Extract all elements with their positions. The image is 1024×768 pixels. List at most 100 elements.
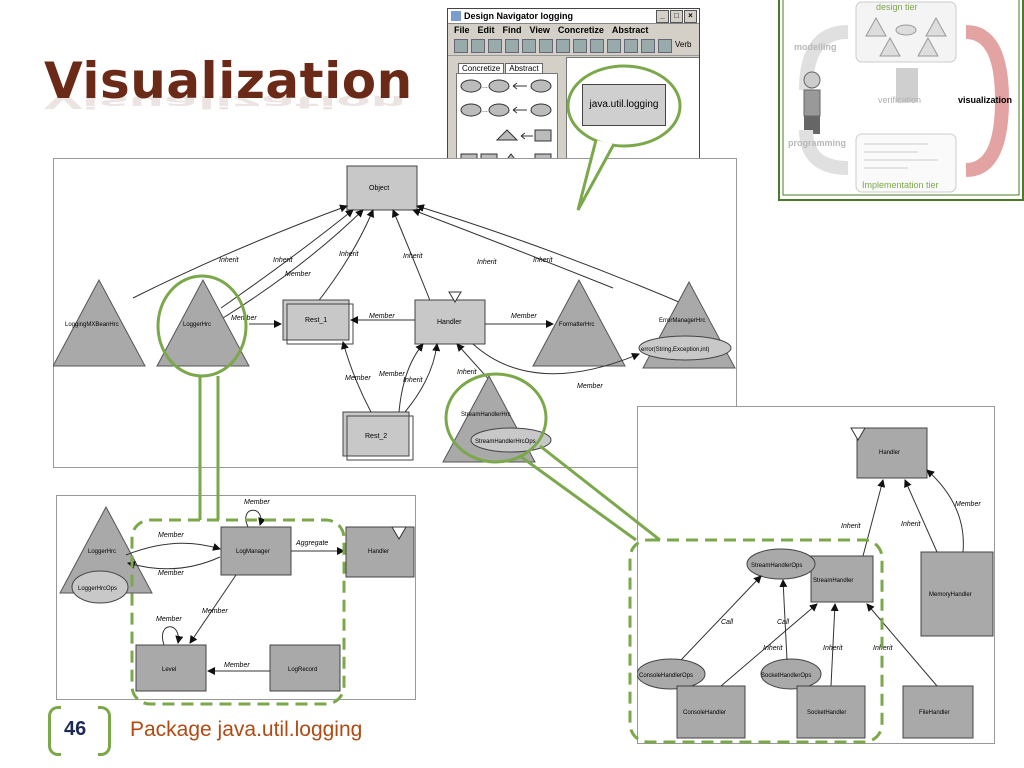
rule-row[interactable]: ... (460, 103, 552, 117)
lightbulb-icon[interactable] (658, 39, 672, 53)
stream-hrc-label: StreamHandlerHrc (461, 412, 511, 418)
menu-find[interactable]: Find (502, 25, 522, 35)
object-node[interactable] (346, 165, 418, 211)
formatter-node[interactable] (532, 278, 626, 367)
log-manager-node[interactable] (220, 526, 292, 576)
visualization-arrow (965, 25, 1010, 177)
handler-node[interactable] (345, 526, 415, 578)
verification-label: verification (878, 95, 921, 105)
zoom-out-icon[interactable] (505, 39, 519, 53)
back-icon[interactable] (556, 39, 570, 53)
binoculars-off-icon[interactable] (641, 39, 655, 53)
error-op-node[interactable] (638, 335, 732, 361)
menu-abstract[interactable]: Abstract (611, 25, 649, 35)
stream-handler-label: StreamHandler (813, 578, 853, 584)
callout-pointer (576, 139, 616, 211)
columns-icon[interactable] (590, 39, 604, 53)
rule-row[interactable]: ... (460, 79, 552, 93)
logging-mx-node[interactable] (53, 278, 146, 367)
handler-label: Handler (368, 549, 389, 555)
handler-node[interactable] (856, 427, 928, 479)
save-icon[interactable] (454, 39, 468, 53)
edge-label: Member (577, 383, 603, 390)
formatter-label: FormatterHrc (559, 322, 594, 328)
memory-handler-node[interactable] (920, 551, 994, 637)
maximize-button[interactable]: □ (670, 10, 683, 23)
handler-label: Handler (879, 450, 900, 456)
logging-mx-label: LoggingMXBeanHrc (65, 322, 119, 328)
log-record-node[interactable] (269, 644, 341, 692)
rest2-node[interactable] (342, 411, 410, 457)
edge-label: Inherit (823, 645, 844, 652)
edge-label: Member (955, 501, 981, 508)
minimize-button[interactable]: _ (656, 10, 669, 23)
stream-handler-node[interactable] (810, 555, 874, 603)
rule-row[interactable] (495, 129, 552, 142)
log-manager-label: LogManager (236, 549, 270, 555)
object-label: Object (369, 185, 389, 192)
console-handler-label: ConsoleHandler (683, 710, 726, 716)
menu-edit[interactable]: Edit (477, 25, 495, 35)
toolbar: Verb (448, 37, 699, 56)
error-manager-label: ErrorManagerHrc (659, 318, 705, 324)
logger-hrc-ops-node[interactable] (71, 570, 129, 604)
error-op-label: error(String,Exception,int) (641, 347, 709, 353)
logger-hrc-label: LoggerHrc (183, 322, 211, 328)
close-button[interactable]: × (684, 10, 697, 23)
home-icon[interactable] (471, 39, 485, 53)
rows-icon[interactable] (607, 39, 621, 53)
handler-node[interactable] (414, 299, 486, 345)
edge-label: Inherit (219, 257, 240, 264)
rest1-node[interactable] (282, 299, 350, 341)
zoom-fit-icon[interactable] (522, 39, 536, 53)
rule-palette: ... ... (456, 73, 558, 159)
callout-connector (519, 454, 637, 542)
forward-icon[interactable] (573, 39, 587, 53)
menu-bar: File Edit Find View Concretize Abstract (448, 24, 699, 37)
stream-handler-ops-node[interactable] (746, 548, 816, 580)
file-handler-node[interactable] (902, 685, 974, 739)
edge-label: Inherit (403, 253, 424, 260)
edge-label: Aggregate (295, 540, 328, 547)
bottom-right-diagram: Handler StreamHandler StreamHandlerOps M… (637, 406, 995, 744)
grid-icon[interactable] (539, 39, 553, 53)
visualization-label: visualization (958, 95, 1012, 105)
edge-label: Member (369, 313, 395, 320)
selected-package-node[interactable]: java.util.logging (582, 84, 666, 126)
logger-hrc-label: LoggerHrc (88, 549, 116, 555)
console-handler-node[interactable] (676, 685, 746, 739)
programming-arrow (799, 129, 849, 175)
stream-handler-ops-label: StreamHandlerOps (751, 563, 802, 569)
edge-label: Member (379, 371, 405, 378)
zoom-in-icon[interactable] (488, 39, 502, 53)
menu-concretize[interactable]: Concretize (557, 25, 604, 35)
handler-label: Handler (437, 319, 462, 326)
verbose-label[interactable]: Verb (675, 40, 692, 49)
file-handler-label: FileHandler (919, 710, 950, 716)
implementation-tier-box (855, 133, 957, 193)
menu-view[interactable]: View (529, 25, 550, 35)
design-tier-label: design tier (876, 2, 918, 12)
window-titlebar[interactable]: Design Navigator logging _ □ × (448, 9, 699, 24)
edge-label: Inherit (841, 523, 862, 530)
menu-file[interactable]: File (454, 25, 470, 35)
binoculars-icon[interactable] (624, 39, 638, 53)
log-record-label: LogRecord (288, 667, 317, 673)
console-handler-ops-node[interactable] (637, 658, 706, 690)
slide-number-bracket-right (98, 706, 111, 756)
app-icon (451, 11, 461, 21)
abstract-marker-icon (391, 526, 407, 540)
socket-handler-ops-node[interactable] (760, 658, 822, 690)
edge-label: Inherit (763, 645, 784, 652)
socket-handler-node[interactable] (796, 685, 866, 739)
main-diagram: Object Inherit Inherit Member Inherit In… (53, 158, 737, 468)
edge-label: Call (721, 619, 734, 626)
stream-ops-node[interactable] (470, 427, 552, 453)
abstract-marker-icon (448, 291, 462, 303)
tier-overview: design tier modelling verification visua… (778, 0, 1024, 201)
rest2-label: Rest_2 (365, 433, 387, 440)
level-node[interactable] (135, 644, 207, 692)
logger-hrc-node[interactable] (156, 278, 250, 367)
edge-label: Inherit (477, 259, 498, 266)
edge-label: Inherit (901, 521, 922, 528)
